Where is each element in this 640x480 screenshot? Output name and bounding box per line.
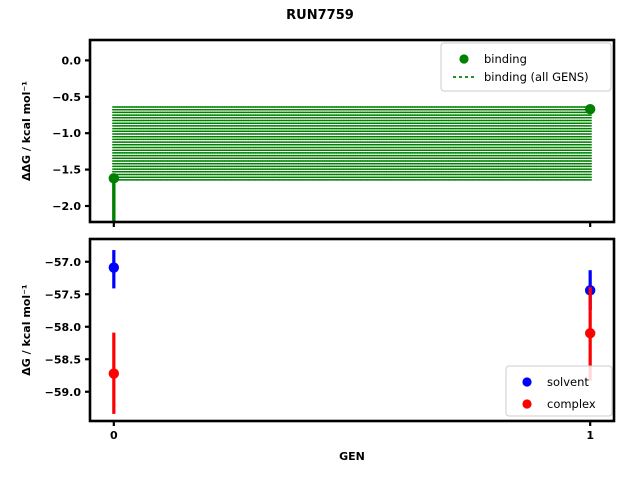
page-title: RUN7759	[286, 8, 354, 23]
x-tick-label: 1	[586, 429, 594, 442]
data-point-complex	[584, 328, 596, 339]
data-point-binding	[584, 103, 596, 115]
top-panel: 0.0 −0.5 −1.0 −1.5 −2.0 ΔΔG / kcal mol⁻¹ bin…	[20, 38, 616, 227]
bottom-panel-legend[interactable]: solvent complex	[505, 365, 613, 417]
binding-series	[108, 103, 596, 222]
bottom-legend-frame	[505, 365, 613, 417]
top-axes-frame	[88, 38, 616, 224]
top-x-axis-ticks	[112, 222, 592, 227]
y-tick-label: −57.0	[45, 256, 82, 269]
y-tick-label: −59.0	[45, 386, 82, 399]
data-point-binding	[108, 173, 120, 184]
top-panel-legend[interactable]: binding binding (all GENS)	[440, 42, 612, 92]
legend-marker-solvent-icon	[522, 377, 532, 387]
y-tick-label: −57.5	[45, 288, 81, 301]
binding-all-gens-band	[112, 106, 592, 182]
bottom-y-axis-label: ΔG / kcal mol⁻¹	[20, 284, 33, 376]
top-y-axis-ticks: 0.0 −0.5 −1.0 −1.5 −2.0	[52, 54, 90, 213]
y-tick-label: −0.5	[52, 91, 81, 104]
data-point-complex	[108, 368, 120, 379]
y-tick-label: −1.0	[52, 127, 81, 140]
legend-item-binding-all-gens: binding (all GENS)	[484, 70, 589, 84]
x-tick-label: 0	[110, 429, 118, 442]
y-tick-label: −58.0	[45, 321, 82, 334]
legend-marker-binding-icon	[459, 54, 469, 64]
legend-item-binding: binding	[484, 52, 527, 66]
legend-item-complex: complex	[547, 397, 596, 411]
y-tick-label: 0.0	[62, 54, 82, 67]
legend-marker-complex-icon	[522, 399, 532, 409]
y-tick-label: −1.5	[52, 164, 81, 177]
top-y-axis-label: ΔΔG / kcal mol⁻¹	[20, 81, 33, 181]
bottom-y-axis-ticks: −57.0 −57.5 −58.0 −58.5 −59.0	[45, 256, 90, 399]
data-point-solvent	[108, 262, 120, 273]
top-legend-frame	[440, 42, 612, 92]
top-panel-data-layer	[108, 103, 596, 222]
y-tick-label: −2.0	[52, 200, 81, 213]
series-complex	[108, 287, 596, 414]
bottom-panel-data-layer	[108, 250, 596, 414]
bottom-axes-frame	[88, 237, 616, 423]
legend-item-solvent: solvent	[547, 375, 589, 389]
y-tick-label: −58.5	[45, 353, 81, 366]
x-axis-label: GEN	[339, 450, 365, 463]
